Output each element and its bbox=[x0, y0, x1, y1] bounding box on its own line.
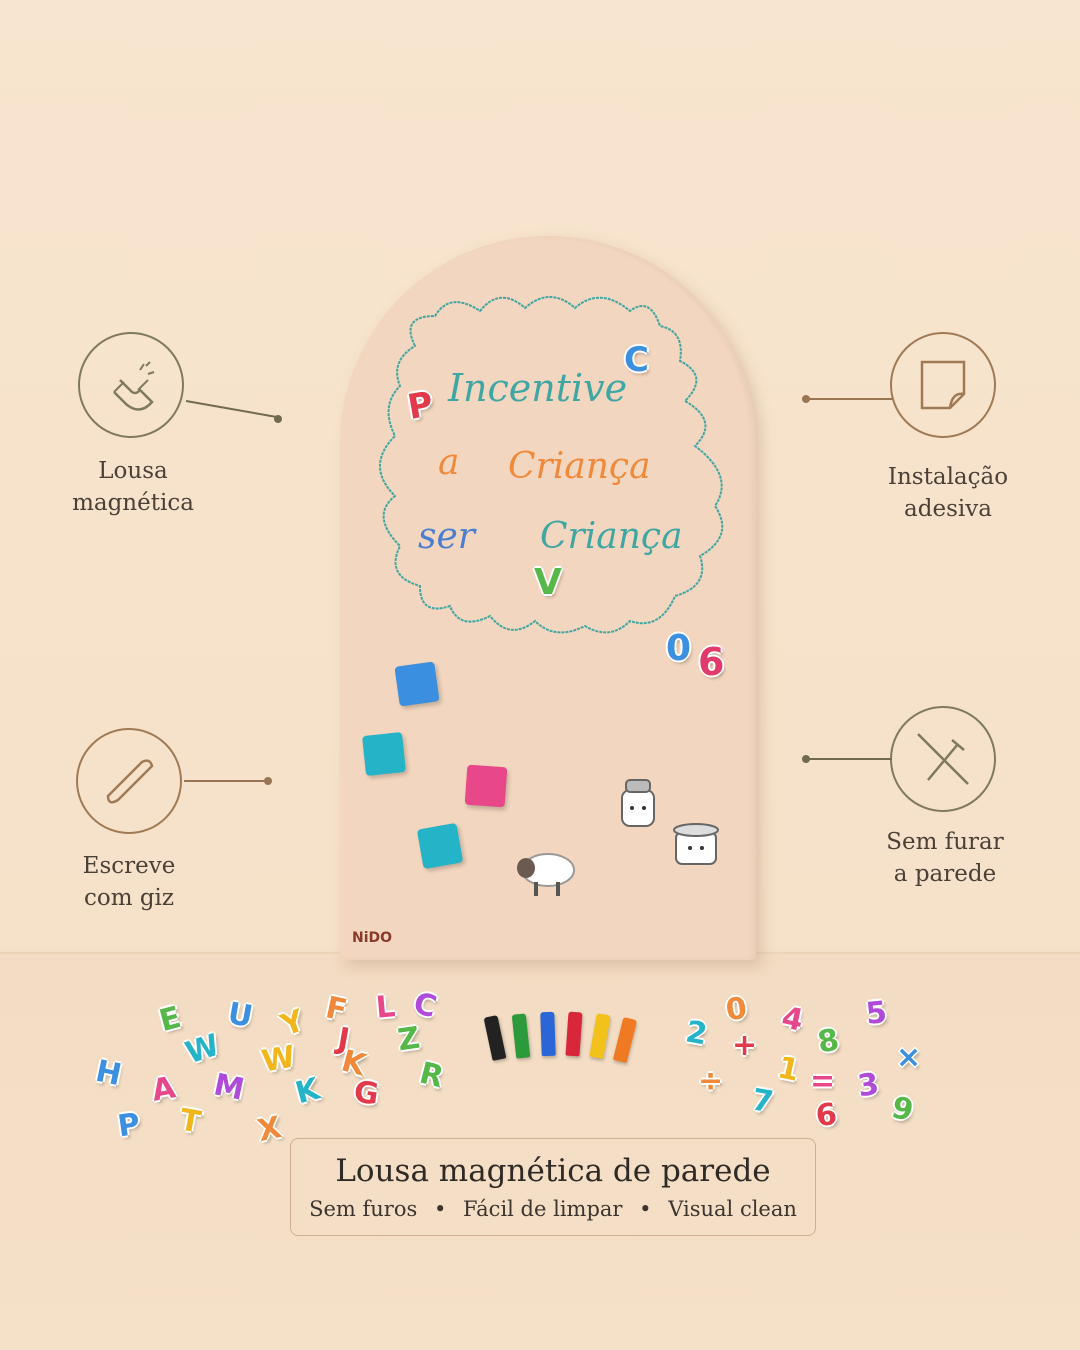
feature-no-drill: Sem furar a parede bbox=[870, 826, 1020, 890]
magnet-tile-child-4[interactable] bbox=[416, 822, 464, 870]
chalk-cloud-drawing bbox=[379, 296, 724, 634]
benefit-clean-look: Visual clean bbox=[668, 1197, 797, 1221]
sticker-icon-circle bbox=[890, 332, 996, 438]
magnet-number-6[interactable]: 6 bbox=[698, 640, 725, 684]
magnet-letter-c[interactable]: C bbox=[624, 340, 649, 380]
letter-magnet[interactable]: W bbox=[181, 1027, 224, 1072]
magnet-cooking-pot[interactable] bbox=[668, 816, 728, 872]
magnet-salt-shaker[interactable] bbox=[610, 776, 670, 832]
magnet-icon bbox=[113, 361, 155, 411]
number-magnet[interactable]: 6 bbox=[813, 1096, 840, 1135]
magnet-sheep[interactable] bbox=[512, 846, 578, 900]
letter-magnet[interactable]: M bbox=[210, 1067, 248, 1108]
feature-magnetic-line2: magnética bbox=[72, 490, 194, 516]
crayon-blue[interactable] bbox=[540, 1011, 556, 1057]
number-magnet[interactable]: = bbox=[810, 1064, 836, 1099]
number-magnet[interactable]: ÷ bbox=[698, 1064, 724, 1099]
crayon-green[interactable] bbox=[511, 1013, 531, 1059]
chalk-icon bbox=[106, 759, 154, 804]
benefit-easy-clean: Fácil de limpar bbox=[463, 1197, 623, 1221]
magnet-tile-child-2[interactable] bbox=[362, 732, 406, 776]
letter-magnet[interactable]: K bbox=[291, 1071, 324, 1112]
chalk-text-incentive: Incentive bbox=[448, 366, 628, 410]
letter-magnet[interactable]: Y bbox=[276, 1003, 310, 1044]
magnet-connector-line bbox=[185, 400, 277, 418]
magnet-tile-child-3[interactable] bbox=[464, 764, 508, 808]
no-drill-connector-line bbox=[806, 758, 892, 760]
no-drill-icon bbox=[917, 733, 969, 785]
benefit-no-holes: Sem furos bbox=[309, 1197, 418, 1221]
letter-magnet[interactable]: X bbox=[254, 1109, 285, 1150]
number-magnet[interactable]: × bbox=[896, 1040, 922, 1075]
magnet-number-0[interactable]: 0 bbox=[666, 628, 692, 669]
crayon-red[interactable] bbox=[565, 1011, 583, 1057]
letter-magnet[interactable]: Z bbox=[395, 1020, 423, 1059]
magnet-connector-dot bbox=[274, 415, 282, 423]
feature-no-drill-line2: a parede bbox=[893, 861, 997, 887]
benefit-separator-2: • bbox=[639, 1197, 652, 1221]
feature-no-drill-line1: Sem furar bbox=[886, 829, 1004, 855]
chalk-icon-circle bbox=[76, 728, 182, 834]
number-magnet[interactable]: 3 bbox=[855, 1066, 882, 1105]
feature-adhesive-line2: adesiva bbox=[904, 496, 992, 522]
chalk-text-crianca-2: Criança bbox=[540, 516, 683, 557]
letter-magnet[interactable]: U bbox=[225, 996, 256, 1035]
feature-chalk-line1: Escreve bbox=[82, 853, 176, 879]
number-magnet[interactable]: 2 bbox=[683, 1014, 710, 1053]
caption-benefits: Sem furos • Fácil de limpar • Visual cle… bbox=[291, 1197, 815, 1221]
crayon-black[interactable] bbox=[483, 1015, 507, 1061]
chalk-connector-line bbox=[184, 780, 270, 782]
magnetic-board: Incentive a Criança ser Criança P C V 0 … bbox=[340, 236, 756, 960]
letter-magnet[interactable]: P bbox=[115, 1106, 143, 1145]
number-magnet[interactable]: 5 bbox=[864, 995, 889, 1032]
feature-chalk-line2: com giz bbox=[83, 885, 175, 911]
feature-magnetic-line1: Lousa bbox=[98, 458, 168, 484]
brand-logo: NiDO bbox=[352, 930, 393, 946]
feature-adhesive: Instalação adesiva bbox=[870, 461, 1026, 525]
letter-magnet[interactable]: E bbox=[155, 999, 185, 1040]
chalk-text-crianca-1: Criança bbox=[508, 446, 651, 487]
letter-magnet[interactable]: W bbox=[259, 1039, 298, 1080]
number-magnet[interactable]: 0 bbox=[723, 990, 750, 1029]
magnet-letter-v[interactable]: V bbox=[534, 562, 562, 603]
number-magnet[interactable]: 9 bbox=[888, 1089, 917, 1130]
crayon-orange[interactable] bbox=[612, 1016, 638, 1064]
magnet-icon-circle bbox=[78, 332, 184, 438]
letter-magnet[interactable]: G bbox=[351, 1074, 381, 1113]
chalk-cloud bbox=[379, 296, 724, 634]
feature-chalk: Escreve com giz bbox=[58, 850, 200, 914]
letter-magnet[interactable]: C bbox=[409, 985, 441, 1026]
letter-magnet[interactable]: L bbox=[374, 989, 397, 1026]
number-magnet[interactable]: 1 bbox=[774, 1050, 803, 1089]
sticker-connector-line bbox=[806, 398, 892, 400]
caption-title: Lousa magnética de parede bbox=[335, 1153, 771, 1189]
number-magnet[interactable]: + bbox=[732, 1028, 758, 1063]
chalk-connector-dot bbox=[264, 777, 272, 785]
chalk-text-ser: ser bbox=[418, 516, 475, 557]
letter-magnet[interactable]: A bbox=[149, 1070, 179, 1109]
chalk-text-a: a bbox=[438, 442, 460, 483]
number-magnet[interactable]: 8 bbox=[815, 1022, 842, 1061]
feature-magnetic: Lousa magnética bbox=[58, 455, 208, 519]
letter-magnet[interactable]: R bbox=[416, 1055, 447, 1096]
no-drill-icon-circle bbox=[890, 706, 996, 812]
letter-magnet[interactable]: H bbox=[92, 1053, 125, 1094]
number-magnet[interactable]: 7 bbox=[749, 1082, 776, 1121]
letter-magnet[interactable]: T bbox=[177, 1102, 204, 1141]
feature-adhesive-line1: Instalação bbox=[887, 464, 1009, 490]
magnet-tile-child-1[interactable] bbox=[394, 661, 440, 707]
sticker-connector-dot bbox=[802, 395, 810, 403]
caption-box: Lousa magnética de parede Sem furos • Fá… bbox=[290, 1138, 816, 1236]
sticker-icon bbox=[920, 360, 966, 410]
number-magnet[interactable]: 4 bbox=[778, 1000, 807, 1039]
no-drill-connector-dot bbox=[802, 755, 810, 763]
benefit-separator-1: • bbox=[433, 1197, 447, 1221]
crayon-yellow[interactable] bbox=[589, 1013, 611, 1059]
